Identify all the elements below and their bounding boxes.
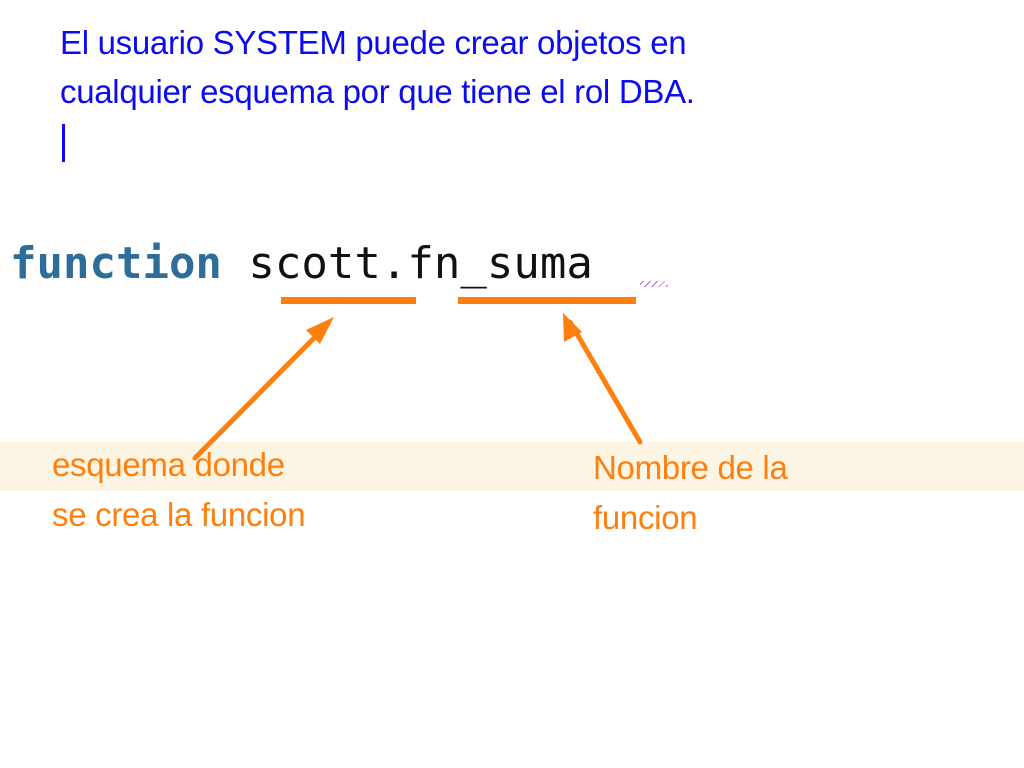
schema-annotation-line-1: esquema donde [52,446,285,483]
spellcheck-squiggle [640,281,668,287]
schema-arrow-shaft [192,323,329,461]
function-arrow-shaft [567,319,643,445]
schema-arrow-head [306,317,334,344]
function-annotation-line-1: Nombre de la [593,449,788,486]
function-name-underline [458,297,636,304]
schema-annotation: esquema donde se crea la funcion [52,440,306,540]
function-keyword: function [10,238,222,289]
function-annotation: Nombre de la funcion [593,443,788,543]
function-arrow-head [563,313,582,342]
text-cursor [62,124,65,162]
function-annotation-line-2: funcion [593,499,698,536]
dot-separator: . [380,238,408,289]
intro-line-1: El usuario SYSTEM puede crear objetos en [60,24,687,61]
schema-underline [281,297,416,304]
schema-annotation-line-2: se crea la funcion [52,496,306,533]
highlight-band [0,442,1024,491]
function-name: fn_suma [407,238,593,289]
intro-line-2: cualquier esquema por que tiene el rol D… [60,73,695,110]
schema-name: scott [248,238,381,289]
code-line: function scott.fn_suma [10,236,593,292]
intro-text: El usuario SYSTEM puede crear objetos en… [60,18,960,116]
